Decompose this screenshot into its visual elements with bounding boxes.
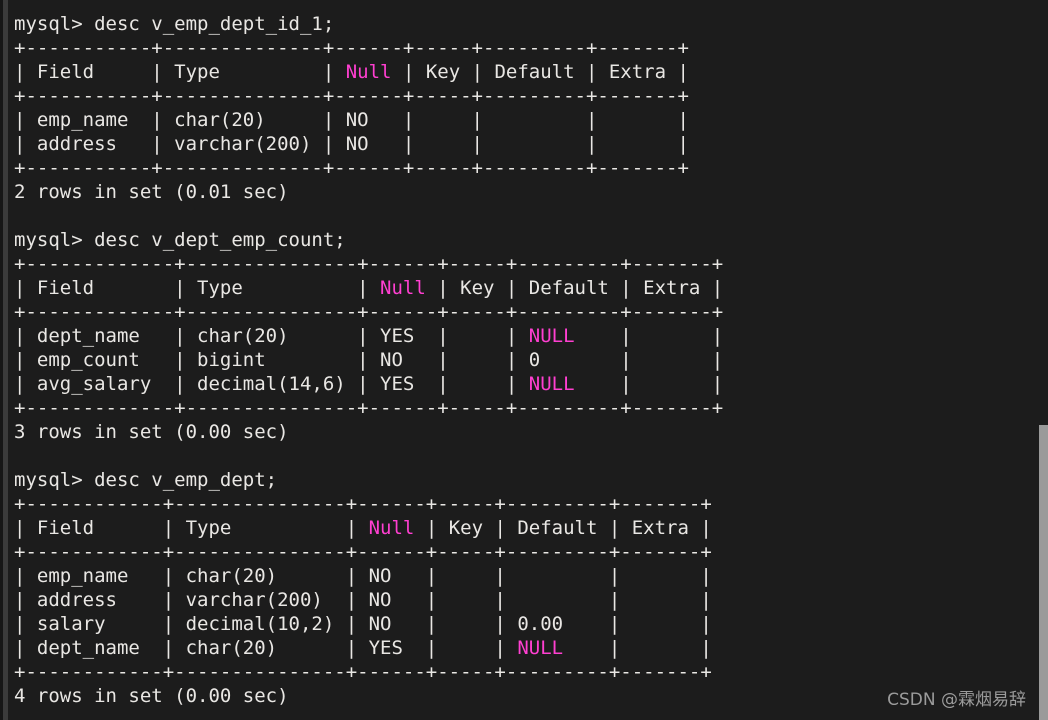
table-header-row: | Field | Type | Null | Key | Default | … <box>14 517 712 539</box>
null-keyword: Null <box>380 277 426 299</box>
terminal-output[interactable]: mysql> desc v_emp_dept_id_1;+-----------… <box>14 12 1014 708</box>
command-line: mysql> desc v_emp_dept_id_1; <box>14 13 335 35</box>
table-header-row: | Field | Type | Null | Key | Default | … <box>14 61 689 83</box>
blank-line <box>14 204 1014 228</box>
null-keyword: NULL <box>517 637 564 659</box>
table-rule: +-----------+--------------+------+-----… <box>14 85 689 107</box>
table-rule: +-------------+---------------+------+--… <box>14 301 724 323</box>
table-rule: +------------+---------------+------+---… <box>14 541 712 563</box>
null-keyword: Null <box>368 517 415 539</box>
result-status: 4 rows in set (0.00 sec) <box>14 685 289 707</box>
table-row: | dept_name | char(20) | YES | | NULL | … <box>14 637 712 659</box>
table-rule: +------------+---------------+------+---… <box>14 661 712 683</box>
null-keyword: NULL <box>528 373 575 395</box>
null-keyword: Null <box>345 61 392 83</box>
window-left-gutter <box>3 0 8 720</box>
null-keyword: NULL <box>528 325 575 347</box>
table-row: | salary | decimal(10,2) | NO | | 0.00 |… <box>14 613 712 635</box>
window-left-edge <box>0 0 3 720</box>
table-rule: +-------------+---------------+------+--… <box>14 253 724 275</box>
query-block: mysql> desc v_emp_dept;+------------+---… <box>14 468 1014 708</box>
query-block: mysql> desc v_dept_emp_count;+----------… <box>14 228 1014 444</box>
table-rule: +-----------+--------------+------+-----… <box>14 37 689 59</box>
command-line: mysql> desc v_emp_dept; <box>14 469 278 491</box>
watermark: CSDN @霖烟易辞 <box>887 690 1026 710</box>
table-row: | avg_salary | decimal(14,6) | YES | | N… <box>14 373 724 395</box>
table-row: | address | varchar(200) | NO | | | | <box>14 589 712 611</box>
table-rule: +-----------+--------------+------+-----… <box>14 157 689 179</box>
table-row: | emp_name | char(20) | NO | | | | <box>14 109 689 131</box>
table-row: | emp_count | bigint | NO | | 0 | | <box>14 349 724 371</box>
result-status: 3 rows in set (0.00 sec) <box>14 421 289 443</box>
blank-line <box>14 444 1014 468</box>
table-rule: +------------+---------------+------+---… <box>14 493 712 515</box>
table-header-row: | Field | Type | Null | Key | Default | … <box>14 277 724 299</box>
table-row: | emp_name | char(20) | NO | | | | <box>14 565 712 587</box>
table-rule: +-------------+---------------+------+--… <box>14 397 724 419</box>
table-row: | address | varchar(200) | NO | | | | <box>14 133 689 155</box>
query-block: mysql> desc v_emp_dept_id_1;+-----------… <box>14 12 1014 204</box>
scrollbar-thumb[interactable] <box>1039 425 1048 720</box>
scrollbar-track[interactable] <box>1039 0 1048 720</box>
table-row: | dept_name | char(20) | YES | | NULL | … <box>14 325 724 347</box>
result-status: 2 rows in set (0.01 sec) <box>14 181 289 203</box>
command-line: mysql> desc v_dept_emp_count; <box>14 229 346 251</box>
